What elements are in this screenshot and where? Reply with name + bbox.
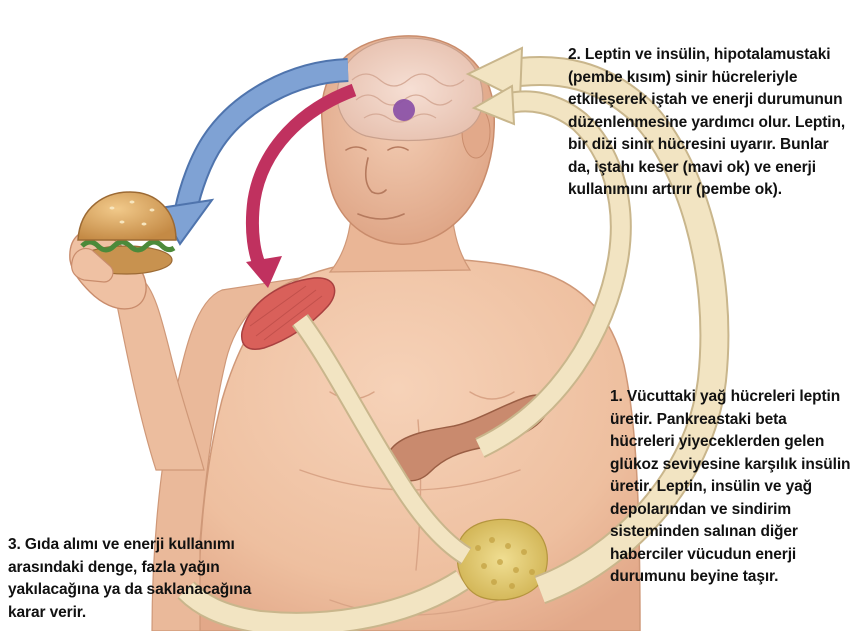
caption-line: depolarından ve sindirim — [610, 499, 850, 522]
caption-line: arasındaki denge, fazla yağın — [8, 557, 251, 580]
hypothalamus — [393, 99, 415, 121]
caption-line: düzenlenmesine yardımcı olur. Leptin, — [568, 112, 845, 135]
caption-line: da, iştahı keser (mavi ok) ve enerji — [568, 157, 845, 180]
caption-line: sisteminden salınan diğer — [610, 521, 850, 544]
caption-step-2: 2. Leptin ve insülin, hipotalamustaki (p… — [568, 44, 845, 202]
caption-line: hücreleri yiyeceklerden gelen — [610, 431, 850, 454]
caption-step-3: 3. Gıda alımı ve enerji kullanımı arasın… — [8, 534, 251, 624]
brain — [337, 38, 483, 141]
caption-line: karar verir. — [8, 602, 251, 625]
caption-line: üretir. Leptin, insülin ve yağ — [610, 476, 850, 499]
caption-line: yakılacağına ya da saklanacağına — [8, 579, 251, 602]
caption-line: etkileşerek iştah ve enerji durumunun — [568, 89, 845, 112]
caption-line: 3. Gıda alımı ve enerji kullanımı — [8, 534, 251, 557]
caption-line: (pembe kısım) sinir hücreleriyle — [568, 67, 845, 90]
caption-line: haberciler vücudun enerji — [610, 544, 850, 567]
caption-line: kullanımını artırır (pembe ok). — [568, 179, 845, 202]
caption-line: durumunu beyine taşır. — [610, 566, 850, 589]
caption-step-1: 1. Vücuttaki yağ hücreleri leptin üretir… — [610, 386, 850, 589]
burger-top-bun — [78, 192, 176, 240]
caption-line: 2. Leptin ve insülin, hipotalamustaki — [568, 44, 845, 67]
fat-tissue — [457, 519, 547, 600]
caption-line: bir dizi sinir hücresini uyarır. Bunlar — [568, 134, 845, 157]
caption-line: 1. Vücuttaki yağ hücreleri leptin — [610, 386, 850, 409]
caption-line: glükoz seviyesine karşılık insülin — [610, 454, 850, 477]
caption-line: üretir. Pankreastaki beta — [610, 409, 850, 432]
